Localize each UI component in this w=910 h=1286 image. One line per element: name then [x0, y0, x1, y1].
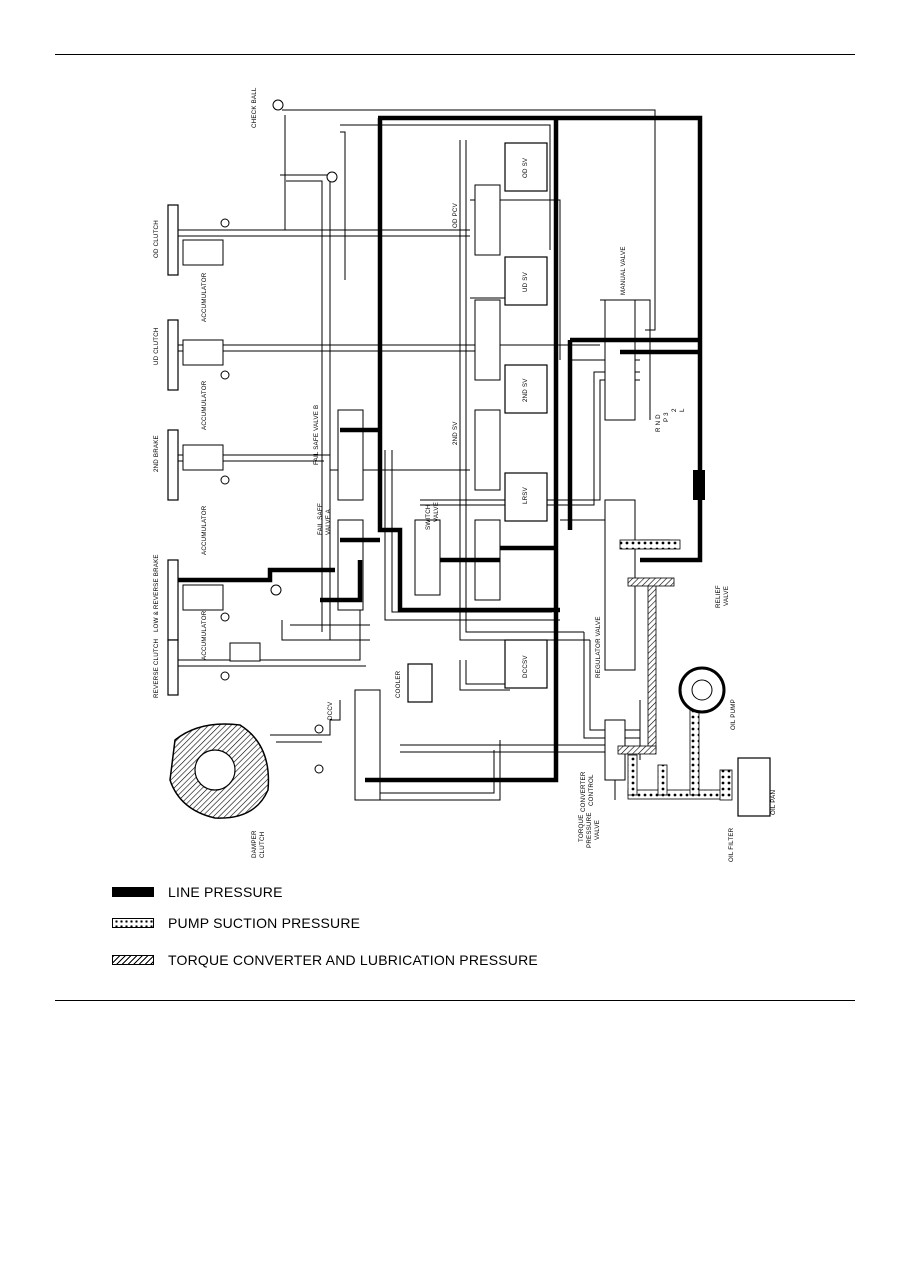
accumulator-label-lr: ACCUMULATOR [201, 610, 208, 660]
legend-line-pressure: LINE PRESSURE [112, 882, 283, 902]
accumulator-label-od: ACCUMULATOR [201, 272, 208, 322]
line-pressure-swatch [112, 887, 154, 897]
2nd-sv-label: 2ND SV [452, 421, 459, 445]
damper-clutch-label-1: DAMPER [251, 830, 258, 858]
ud-sv-label: UD SV [522, 271, 529, 292]
legend-torque-converter: TORQUE CONVERTER AND LUBRICATION PRESSUR… [112, 950, 538, 970]
pump-suction-passages [619, 539, 733, 801]
solenoid-valves [504, 142, 548, 689]
fail-safe-valve-b-label: FAIL SAFE VALVE B [313, 405, 320, 465]
fail-safe-valve-a-label-2: VALVE A [325, 508, 332, 535]
2nd-sv-body [504, 364, 548, 414]
range-label-1: R N D [655, 414, 662, 432]
regulator-valve-label: REGULATOR VALVE [595, 616, 602, 678]
clutches [167, 204, 179, 696]
2nd-sv-box-label: 2ND SV [522, 378, 529, 402]
ud-clutch-label: UD CLUTCH [153, 327, 160, 365]
torque-converter-swatch [112, 955, 154, 965]
relief-valve-label-1: RELIEF [715, 585, 722, 608]
accumulator-label-ud: ACCUMULATOR [201, 380, 208, 430]
torque-pressure-valve-label-1: TORQUE [578, 814, 585, 842]
legend-label: PUMP SUCTION PRESSURE [168, 915, 361, 931]
bottom-rule [55, 1000, 855, 1001]
torque-converter [169, 723, 270, 819]
range-label-4: L [679, 408, 686, 412]
range-label-3: 2 [671, 408, 678, 412]
legend-label: TORQUE CONVERTER AND LUBRICATION PRESSUR… [168, 952, 538, 968]
switch-valve-label-1: SWITCH [425, 504, 432, 530]
damper-clutch-label-2: CLUTCH [259, 832, 266, 858]
fail-safe-valve-a-label-1: FAIL SAFE [317, 503, 324, 535]
line-pressure-passages [178, 115, 703, 783]
2nd-brake-label: 2ND BRAKE [153, 435, 160, 472]
accumulators [182, 239, 261, 662]
oil-filter-label: OIL FILTER [728, 827, 735, 862]
hydraulic-circuit-diagram: CHECK BALL OD CLUTCH UD CLUTCH 2ND BRAKE… [153, 87, 777, 862]
od-clutch-label: OD CLUTCH [153, 220, 160, 258]
oil-pump-label: OIL PUMP [730, 699, 737, 730]
od-sv-label: OD SV [522, 157, 529, 178]
switch-valve-label-2: VALVE [433, 502, 440, 522]
check-balls [220, 99, 338, 774]
cooler-label: COOLER [395, 670, 402, 698]
component-labels: CHECK BALL OD CLUTCH UD CLUTCH 2ND BRAKE… [153, 87, 777, 862]
torque-pressure-valve-label-3: VALVE [594, 820, 601, 840]
cooler [407, 663, 433, 703]
converter-control-label-1: CONVERTER [580, 771, 587, 812]
check-ball-label: CHECK BALL [251, 87, 258, 128]
legend-label: LINE PRESSURE [168, 884, 283, 900]
dccsv-body [504, 639, 548, 689]
low-reverse-brake-label: LOW & REVERSE BRAKE [153, 554, 160, 632]
ud-sv-body [504, 256, 548, 306]
torque-pressure-valve-label-2: PRESSURE [586, 812, 593, 848]
accumulator-label-2nd: ACCUMULATOR [201, 505, 208, 555]
relief-valve-label-2: VALVE [723, 586, 730, 606]
oil-pan [737, 757, 771, 817]
dccsv-label: DCCSV [522, 655, 529, 678]
lrsv-label: LRSV [522, 486, 529, 504]
legend-pump-suction: PUMP SUCTION PRESSURE [112, 913, 360, 933]
top-rule [55, 54, 855, 55]
dccv-label: DCCV [327, 701, 334, 720]
pump-suction-swatch [112, 918, 154, 928]
manual-valve-label: MANUAL VALVE [620, 246, 627, 295]
oil-pan-label: OIL PAN [770, 790, 777, 815]
line-filter [693, 470, 705, 500]
od-pcv-label: OD PCV [452, 202, 459, 228]
oil-pump [678, 666, 726, 714]
converter-control-label-2: CONTROL [588, 774, 595, 806]
od-sv-body [504, 142, 548, 192]
reverse-clutch-label: REVERSE CLUTCH [153, 639, 160, 698]
lrsv-body [504, 472, 548, 522]
range-label-2: P 3 [663, 412, 670, 422]
